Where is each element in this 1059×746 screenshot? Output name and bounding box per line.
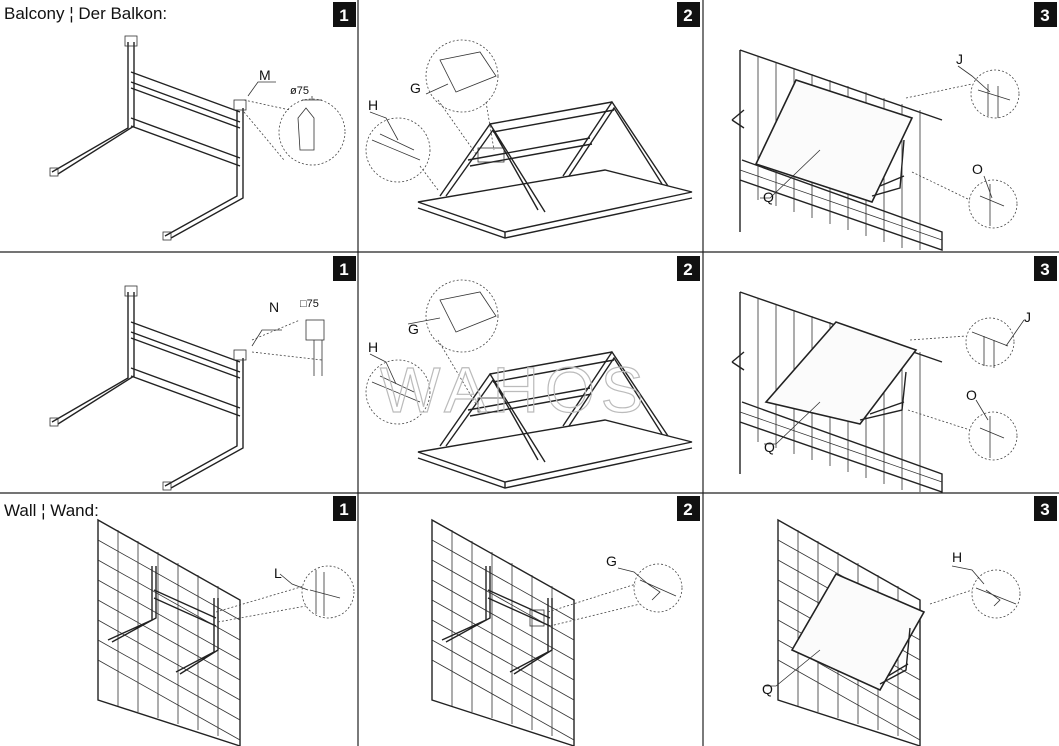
step-number: 3 bbox=[1040, 260, 1049, 279]
callout-j: J bbox=[956, 51, 963, 67]
callout-l: L bbox=[274, 565, 282, 581]
callout-g: G bbox=[408, 321, 419, 337]
square-size-label: □75 bbox=[300, 298, 319, 310]
step-number: 2 bbox=[683, 260, 692, 279]
callout-q: Q bbox=[762, 681, 773, 697]
callout-g: G bbox=[606, 553, 617, 569]
balcony-panel-square-step-3: Q J O bbox=[731, 291, 1031, 493]
step-number: 3 bbox=[1040, 6, 1049, 25]
callout-h: H bbox=[952, 549, 962, 565]
round-diameter-label: ø75 bbox=[290, 85, 309, 97]
watermark: WAHOS bbox=[380, 354, 649, 426]
callout-m: M bbox=[259, 67, 271, 83]
step-number: 2 bbox=[683, 6, 692, 25]
wall-frame-step-1: L bbox=[97, 519, 355, 746]
callout-o: O bbox=[966, 387, 977, 403]
step-number: 1 bbox=[339, 6, 348, 25]
callout-n: N bbox=[269, 299, 279, 315]
callout-g: G bbox=[410, 80, 421, 96]
step-number: 1 bbox=[339, 260, 348, 279]
balcony-panel-mounted-step-3: Q J O bbox=[731, 49, 1020, 251]
balcony-round-rail-step-1: ø75 M bbox=[49, 35, 346, 241]
balcony-section-title: Balcony ¦ Der Balkon: bbox=[4, 4, 167, 23]
step-number: 3 bbox=[1040, 500, 1049, 519]
balcony-aframe-square-step-2: G H bbox=[365, 279, 693, 489]
balcony-aframe-step-2: G H bbox=[365, 39, 693, 239]
callout-q: Q bbox=[763, 189, 774, 205]
step-number: 1 bbox=[339, 500, 348, 519]
callout-j: J bbox=[1024, 309, 1031, 325]
callout-h: H bbox=[368, 339, 378, 355]
step-number: 2 bbox=[683, 500, 692, 519]
callout-h: H bbox=[368, 97, 378, 113]
wall-panel-mounted-step-3: Q H bbox=[762, 519, 1021, 746]
step-badges: 1 2 3 1 2 3 1 2 3 bbox=[333, 2, 1057, 521]
balcony-square-rail-step-1: □75 N bbox=[49, 285, 325, 491]
wall-section-title: Wall ¦ Wand: bbox=[4, 501, 99, 520]
callout-q: Q bbox=[764, 439, 775, 455]
wall-frame-step-2: G bbox=[431, 519, 683, 746]
callout-o: O bbox=[972, 161, 983, 177]
